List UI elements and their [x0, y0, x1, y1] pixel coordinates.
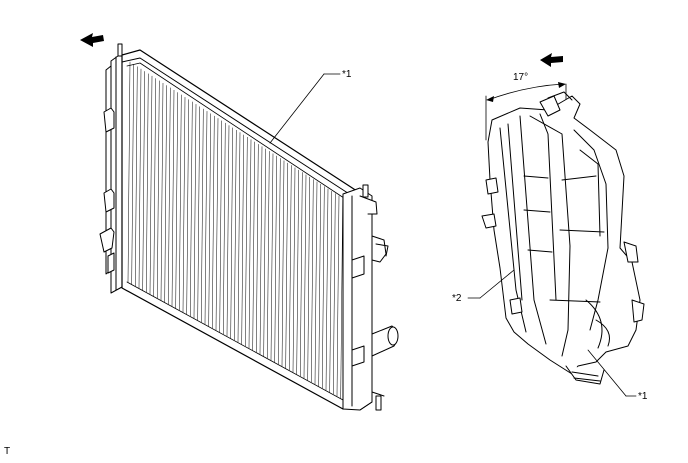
radiator-core: [121, 49, 361, 410]
radiator-assembly: [80, 33, 399, 411]
left-tank: [99, 43, 123, 294]
bottom-callout-label: *1: [638, 391, 648, 402]
arrow-left-icon: [80, 33, 104, 47]
arrow-left-icon: [540, 53, 563, 67]
angle-label: 17°: [513, 72, 528, 83]
shroud-body: [481, 91, 645, 385]
radiator-callout: [269, 73, 341, 144]
bottom-callout: [587, 349, 637, 397]
shroud-callout: [467, 269, 515, 299]
radiator-callout-label: *1: [342, 69, 352, 80]
shroud-callout-label: *2: [452, 293, 462, 304]
footer-mark: T: [4, 446, 11, 457]
shroud-assembly: [467, 53, 645, 397]
right-tank: [342, 184, 399, 411]
